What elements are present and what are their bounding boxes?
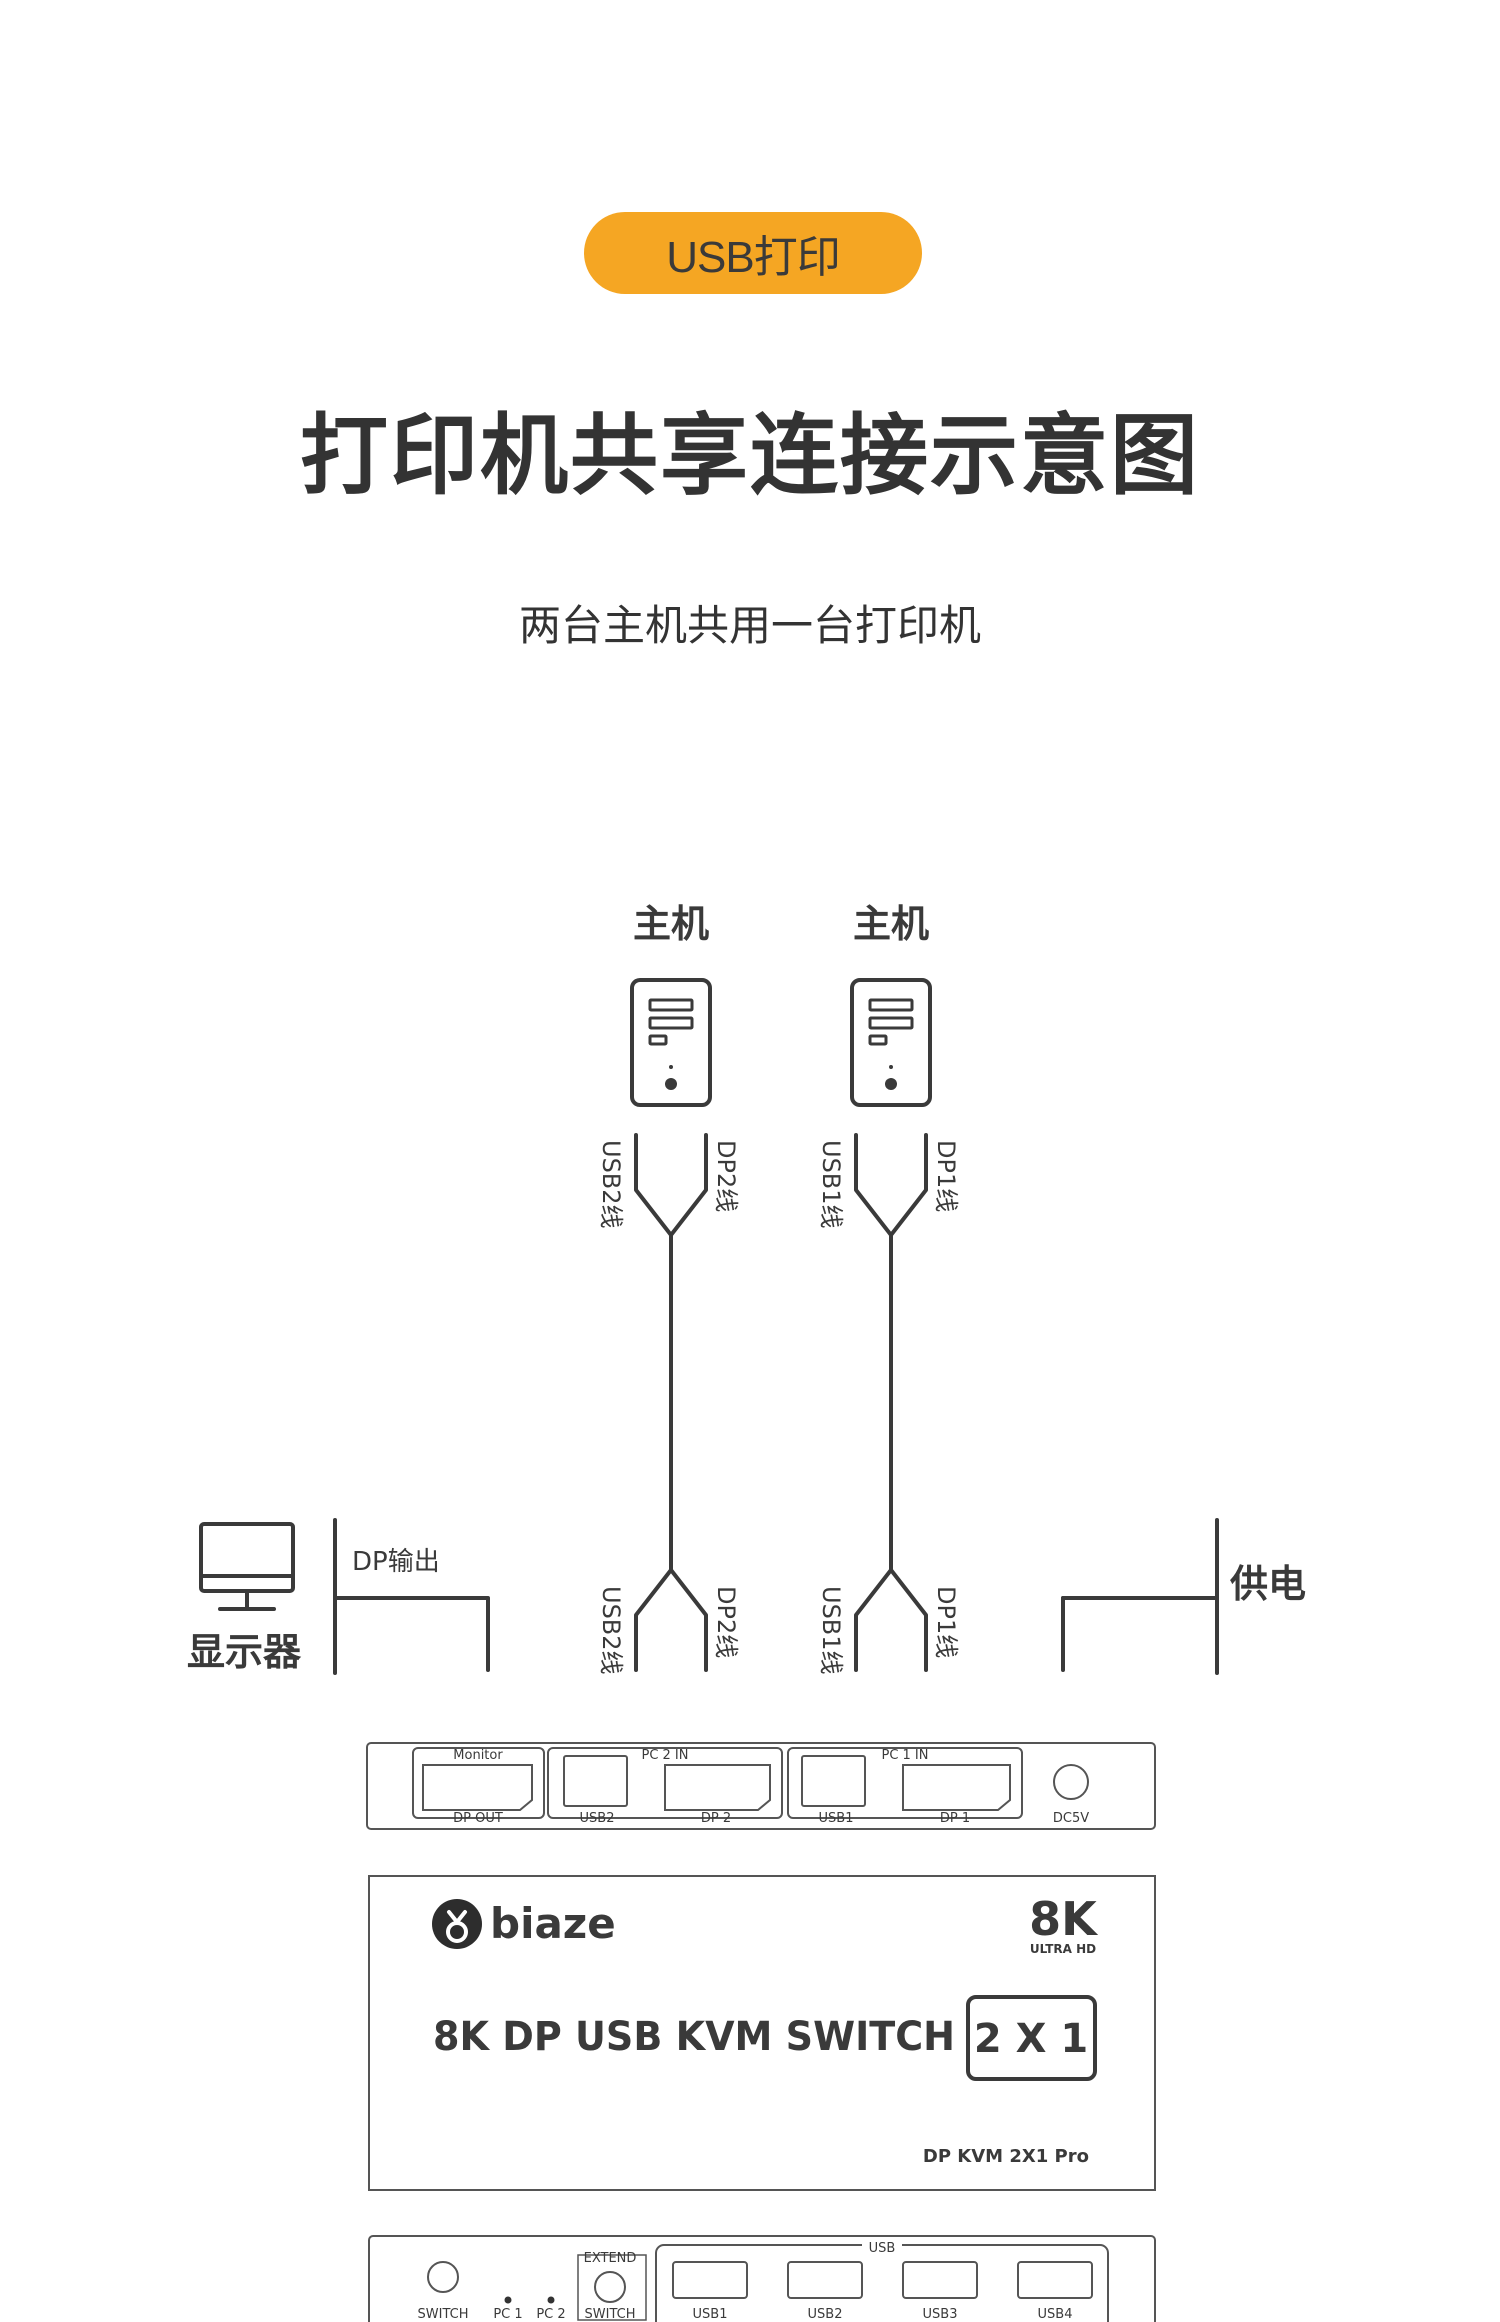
biaze-logo-icon [432, 1899, 482, 1949]
back-dp-out-label: DP OUT [453, 1811, 503, 1826]
ratio-label: 2 X 1 [974, 2016, 1088, 2062]
power-line [1061, 1518, 1219, 1675]
back-dp2-label: DP 2 [701, 1811, 731, 1826]
front-usb4-label: USB4 [1038, 2307, 1073, 2322]
front-switch2-label: SWITCH [585, 2307, 636, 2322]
page-title: 打印机共享连接示意图 [299, 404, 1200, 507]
kvm-front-panel [368, 2235, 1156, 2322]
back-dc5v-label: DC5V [1053, 1811, 1089, 1826]
model-name: DP KVM 2X1 Pro [923, 2146, 1089, 2167]
resolution-sub: ULTRA HD [1030, 1942, 1096, 1956]
kvm-device-top [368, 1875, 1156, 2191]
cable-pc2 [634, 1133, 708, 1672]
host2-top-usb-label: USB2线 [597, 1140, 625, 1229]
monitor-icon [199, 1522, 295, 1611]
dp-output-line [333, 1518, 490, 1675]
product-name: 8K DP USB KVM SWITCH [433, 2014, 955, 2060]
host1-top-dp-label: DP1线 [932, 1140, 960, 1212]
back-usb2-label: USB2 [580, 1811, 615, 1826]
cable-pc1 [854, 1133, 928, 1672]
host-right-label: 主机 [853, 902, 929, 946]
back-monitor-label: Monitor [453, 1748, 503, 1763]
host-left-label: 主机 [633, 902, 709, 946]
usb-print-badge: USB打印 [584, 212, 922, 294]
back-dp1-label: DP 1 [940, 1811, 970, 1826]
brand-name: biaze [490, 1899, 616, 1948]
back-pc2-in-label: PC 2 IN [641, 1748, 688, 1763]
back-pc1-in-label: PC 1 IN [881, 1748, 928, 1763]
front-switch-label: SWITCH [418, 2307, 469, 2322]
dp-output-label: DP输出 [352, 1547, 440, 1577]
front-usb2-label: USB2 [808, 2307, 843, 2322]
host2-bottom-usb-label: USB2线 [597, 1586, 625, 1675]
front-extend-label: EXTEND [584, 2251, 637, 2266]
back-usb1-label: USB1 [819, 1811, 854, 1826]
host2-bottom-dp-label: DP2线 [712, 1586, 740, 1658]
host1-bottom-dp-label: DP1线 [932, 1586, 960, 1658]
ratio-box [966, 1995, 1097, 2081]
front-usb-group-label: USB [869, 2241, 896, 2256]
front-pc1-label: PC 1 [493, 2307, 522, 2322]
resolution-badge: 8K [1029, 1892, 1099, 1946]
host-right-computer-icon [850, 978, 932, 1107]
host1-top-usb-label: USB1线 [817, 1140, 845, 1229]
host2-top-dp-label: DP2线 [712, 1140, 740, 1212]
page-subtitle: 两台主机共用一台打印机 [518, 601, 981, 650]
front-usb1-label: USB1 [693, 2307, 728, 2322]
power-label: 供电 [1230, 1562, 1306, 1606]
kvm-back-panel [366, 1742, 1156, 1830]
front-usb3-label: USB3 [923, 2307, 958, 2322]
monitor-label: 显示器 [187, 1630, 302, 1674]
host1-bottom-usb-label: USB1线 [817, 1586, 845, 1675]
front-pc2-label: PC 2 [536, 2307, 565, 2322]
host-left-computer-icon [630, 978, 712, 1107]
